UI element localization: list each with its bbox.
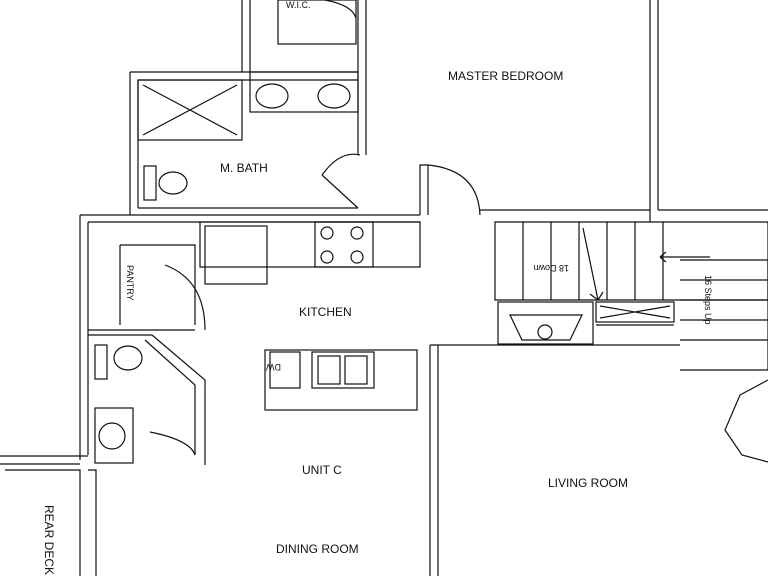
stairs-down — [494, 221, 768, 301]
direction-arrow — [659, 251, 710, 263]
stairs-down-label: 18 Down — [533, 263, 569, 273]
fridge — [204, 225, 268, 285]
door-swing-icon — [324, 0, 357, 19]
toilet-tank — [143, 165, 157, 201]
sink-icon — [255, 83, 289, 109]
master-bedroom-label: MASTER BEDROOM — [448, 69, 563, 83]
wall — [649, 0, 659, 210]
door-swing-icon — [164, 264, 206, 331]
wic-closet — [277, 0, 357, 45]
wall — [357, 0, 367, 155]
cabinet — [595, 301, 675, 323]
vanity — [249, 71, 359, 113]
pantry-wall — [119, 244, 196, 325]
dishwasher-label: DW — [266, 362, 281, 372]
kitchen-island — [264, 349, 418, 411]
wall — [419, 164, 429, 215]
dishwasher — [269, 351, 301, 389]
dining-room-label: DINING ROOM — [276, 542, 359, 556]
wall — [79, 215, 89, 460]
kitchen-label: KITCHEN — [299, 305, 352, 319]
double-sink-icon — [311, 351, 375, 389]
door-swing-icon — [427, 164, 481, 216]
rear-deck-label: REAR DECK — [42, 505, 56, 575]
wall — [0, 455, 88, 465]
door-swing-icon — [321, 153, 361, 209]
master-bath-label: M. BATH — [220, 161, 268, 175]
door-swing-icon — [149, 431, 196, 456]
toilet-icon — [158, 171, 188, 195]
wall — [88, 469, 97, 576]
wall — [130, 71, 358, 81]
living-room-label: LIVING ROOM — [548, 476, 628, 490]
sink-icon — [98, 422, 126, 450]
shower-icon — [137, 79, 243, 141]
wall — [429, 345, 439, 576]
fireplace-icon — [497, 301, 594, 345]
wall — [130, 207, 420, 216]
unit-label: UNIT C — [302, 463, 342, 477]
pantry-label: PANTRY — [125, 265, 135, 301]
wall — [144, 334, 206, 465]
wall — [80, 214, 420, 223]
direction-arrow — [582, 227, 604, 301]
stairs-up — [680, 259, 768, 371]
wall — [88, 329, 195, 336]
deck — [5, 469, 81, 576]
wall — [241, 0, 251, 72]
wall — [480, 209, 768, 222]
cooktop-icon — [314, 221, 374, 268]
stairs-up-label: 16 Steps Up — [703, 275, 713, 325]
counter — [199, 221, 421, 268]
wic-label: W.I.C. — [286, 0, 311, 10]
wall — [129, 72, 139, 215]
sink-icon — [317, 83, 351, 109]
toilet-icon — [113, 345, 143, 371]
wall — [724, 379, 768, 463]
